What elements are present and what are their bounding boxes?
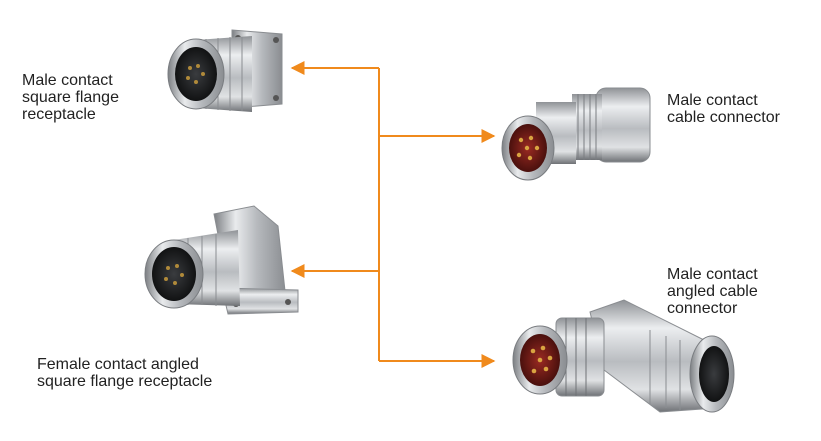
label-line: connector [667,300,738,317]
label-line: cable connector [667,109,780,126]
label-line: receptacle [22,106,96,123]
cable-connector-image [501,87,651,181]
label-line: square flange receptacle [37,373,213,390]
label-line: angled cable [667,283,758,300]
label-line: Male contact [667,266,758,283]
label-line: Female contact angled [37,356,199,373]
square-flange-receptacle-image [167,29,283,112]
angled-cable-connector-image [512,299,735,413]
label-line: square flange [22,89,119,106]
angled-flange-receptacle-image [144,205,299,315]
label-male-contact-cable-connector: Male contact cable connector [667,92,780,126]
label-line: Male contact [667,92,758,109]
label-male-contact-square-flange-receptacle: Male contact square flange receptacle [22,72,119,123]
label-female-contact-angled-square-flange-receptacle: Female contact angled square flange rece… [37,356,212,390]
label-male-contact-angled-cable-connector: Male contact angled cable connector [667,266,758,317]
connection-lines [290,61,496,368]
label-line: Male contact [22,72,113,89]
